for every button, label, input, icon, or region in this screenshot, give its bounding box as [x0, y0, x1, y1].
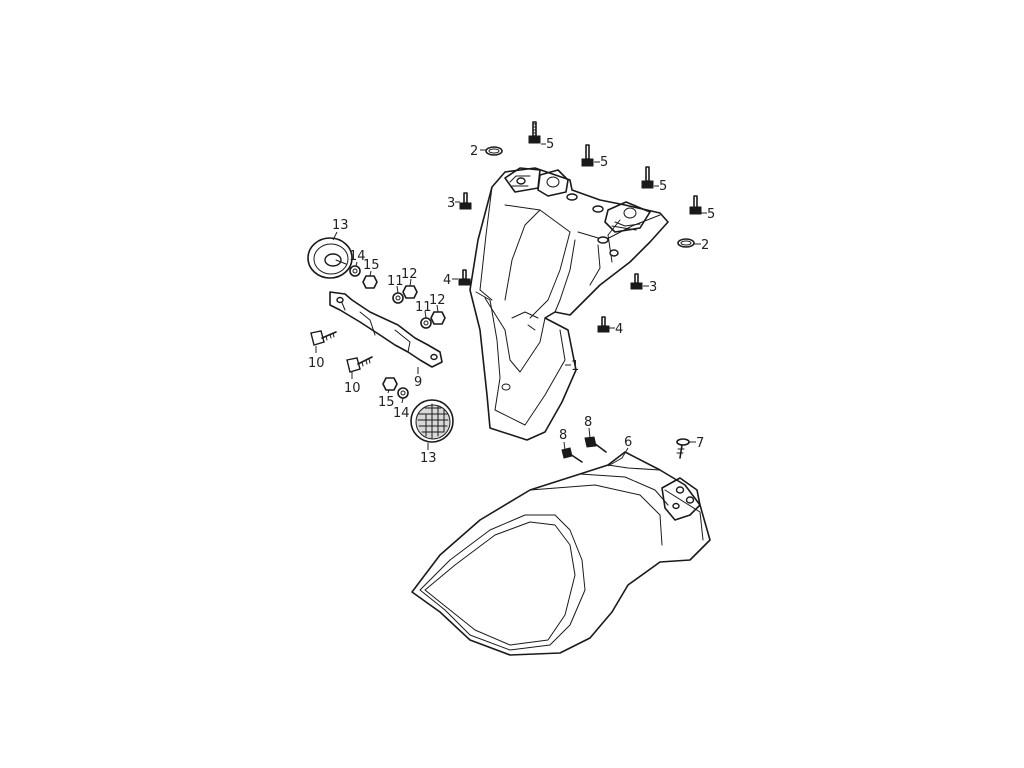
- part-9-reflector-bracket: [329, 291, 443, 368]
- callout-labels: 5 5 5 5 2 2 3 3 4 4 1 6 7 8 8 9 10 10 13…: [308, 137, 715, 466]
- washer-14-a: [349, 265, 361, 277]
- callout-2: 2: [470, 144, 478, 159]
- washer-11-a: [392, 292, 404, 304]
- part-6-rear-fender: [411, 451, 711, 656]
- washer-2-b: [677, 238, 695, 248]
- callout-11: 11: [415, 300, 432, 315]
- bolt-5-c: [641, 166, 654, 189]
- callout-10: 10: [308, 356, 325, 371]
- callout-10: 10: [344, 381, 361, 396]
- callout-6: 6: [624, 435, 632, 450]
- callout-15: 15: [363, 258, 380, 273]
- nut-12-b: [430, 311, 446, 325]
- bolt-10-b: [346, 356, 373, 373]
- callout-2: 2: [701, 238, 709, 253]
- nut-15-b: [382, 377, 398, 391]
- screw-3-b: [630, 273, 643, 290]
- callout-9: 9: [414, 375, 422, 390]
- callout-4: 4: [615, 322, 623, 337]
- callout-5: 5: [707, 207, 715, 222]
- callout-13: 13: [332, 218, 349, 233]
- callout-1: 1: [571, 359, 579, 374]
- bolt-5-b: [581, 144, 594, 167]
- bolt-8-b: [584, 436, 607, 453]
- screw-4-b: [597, 316, 610, 333]
- bolt-5-a: [528, 121, 541, 144]
- nut-15-a: [362, 275, 378, 289]
- screw-4-a: [458, 269, 471, 286]
- callout-13: 13: [420, 451, 437, 466]
- bolt-8-a: [561, 447, 583, 463]
- washer-2-a: [485, 146, 503, 156]
- callout-5: 5: [659, 179, 667, 194]
- washer-11-b: [420, 317, 432, 329]
- leader-lines: [315, 143, 707, 467]
- callout-12: 12: [401, 267, 418, 282]
- screw-7: [676, 438, 690, 459]
- callout-15: 15: [378, 395, 395, 410]
- callout-4: 4: [443, 273, 451, 288]
- callout-5: 5: [600, 155, 608, 170]
- callout-3: 3: [649, 280, 657, 295]
- part-13-reflector-lower: [410, 399, 454, 443]
- callout-5: 5: [546, 137, 554, 152]
- callout-12: 12: [429, 293, 446, 308]
- callout-11: 11: [387, 274, 404, 289]
- callout-8: 8: [559, 428, 567, 443]
- nut-12-a: [402, 285, 418, 299]
- screw-3-a: [459, 192, 472, 210]
- part-13-reflector-upper: [307, 237, 353, 279]
- callout-14: 14: [349, 249, 366, 264]
- callout-3: 3: [447, 196, 455, 211]
- washer-14-b: [397, 387, 409, 399]
- bolt-10-a: [310, 330, 337, 346]
- callout-8: 8: [584, 415, 592, 430]
- part-1-inner-fender: [469, 167, 669, 441]
- callout-7: 7: [696, 436, 704, 451]
- bolt-5-d: [689, 195, 702, 215]
- callout-14: 14: [393, 406, 410, 421]
